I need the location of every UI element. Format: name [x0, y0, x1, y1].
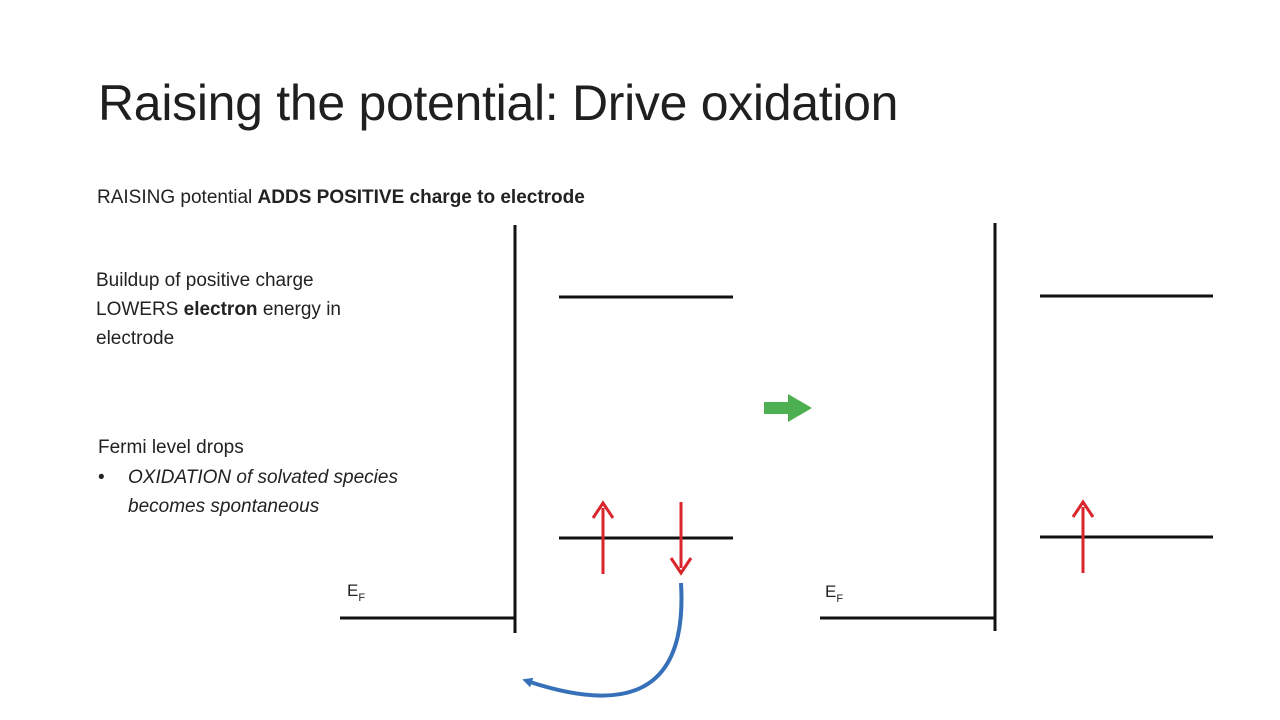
fermi-heading: Fermi level drops: [98, 437, 244, 458]
slide-title: Raising the potential: Drive oxidation: [98, 75, 899, 131]
buildup-line-2: LOWERS electron energy in: [96, 295, 396, 324]
right-panel: EF: [820, 223, 1213, 631]
left-ef-label: EF: [347, 581, 365, 604]
curved-electron-transfer-arrow-icon: [522, 582, 684, 698]
subtitle-plain: RAISING potential: [97, 187, 258, 208]
buildup-line-2-plain: LOWERS: [96, 299, 184, 320]
spin-up-arrow-icon: [1071, 499, 1095, 573]
buildup-line-2-bold: electron: [183, 299, 258, 320]
spin-up-arrow-icon: [591, 500, 615, 574]
right-ef-label: EF: [825, 582, 843, 605]
left-panel: EF: [340, 225, 733, 698]
spin-down-arrow-icon: [669, 502, 693, 576]
subtitle-bold: ADDS POSITIVE charge to electrode: [257, 187, 585, 208]
buildup-line-2-rest: energy in: [257, 299, 341, 320]
buildup-text: Buildup of positive charge LOWERS electr…: [96, 266, 396, 353]
fermi-bullet: • OXIDATION of solvated species becomes …: [98, 463, 438, 521]
buildup-line-3: electrode: [96, 328, 175, 349]
subtitle: RAISING potential ADDS POSITIVE charge t…: [97, 183, 585, 212]
buildup-line-1: Buildup of positive charge: [96, 270, 314, 291]
right-arrow-icon: [764, 394, 812, 422]
bullet-marker: •: [98, 467, 105, 488]
bullet-text: OXIDATION of solvated species becomes sp…: [128, 467, 398, 517]
